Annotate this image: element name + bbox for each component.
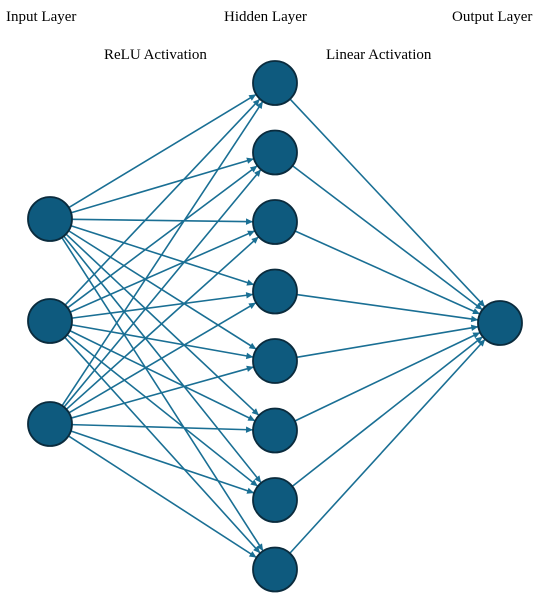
arrowhead-input-1-hidden-1 [248,94,257,101]
arrowhead-hidden-6-output-1 [472,332,481,339]
arrowhead-input-1-hidden-3 [245,218,254,225]
edge-input-1-hidden-1 [68,93,257,209]
relu-activation-label: ReLU Activation [104,47,207,63]
edge-hidden-4-output-1 [296,293,479,321]
edge-input-1-hidden-4 [70,224,255,286]
edge-input-3-hidden-7 [70,430,255,494]
arrowhead-hidden-2-output-1 [474,302,483,310]
hidden-node-6 [252,407,298,454]
edge-hidden-8-output-1 [289,338,486,554]
edge-input-2-hidden-3 [69,230,256,313]
output-node-1 [477,300,523,346]
arrowhead-input-1-hidden-5 [248,342,257,350]
connections [61,93,486,559]
edge-hidden-1-output-1 [289,98,486,308]
edge-input-3-hidden-8 [68,435,257,559]
input-node-3 [27,401,73,447]
edge-input-2-hidden-7 [66,334,259,487]
edge-input-2-hidden-8 [64,336,261,554]
edge-hidden-5-output-1 [296,325,479,359]
arrowhead-hidden-5-output-1 [470,324,479,331]
arrowhead-input-3-hidden-1 [256,101,263,109]
arrowhead-input-3-hidden-4 [248,302,257,309]
edge-hidden-7-output-1 [291,335,484,488]
arrowhead-hidden-3-output-1 [472,308,480,315]
arrowhead-input-2-hidden-3 [247,230,255,237]
edge-input-3-hidden-5 [70,366,255,419]
input-layer-label: Input Layer [6,9,77,25]
hidden-node-5 [252,338,298,384]
arrowhead-input-2-hidden-8 [253,545,261,554]
edge-input-3-hidden-4 [68,301,257,414]
edge-input-3-hidden-2 [63,168,262,408]
nodes [27,60,523,593]
arrowhead-input-3-hidden-8 [248,551,257,558]
arrowhead-input-3-hidden-3 [251,236,259,244]
edge-input-3-hidden-1 [61,100,264,407]
input-node-2 [27,298,73,344]
edge-input-2-hidden-6 [69,329,256,422]
arrowhead-input-1-hidden-6 [251,408,259,416]
arrowhead-input-3-hidden-6 [245,426,254,433]
arrowhead-hidden-4-output-1 [470,315,479,323]
edge-input-1-hidden-5 [68,230,257,350]
edge-input-3-hidden-6 [71,423,254,431]
edge-input-1-hidden-8 [61,237,264,552]
arrowhead-input-2-hidden-5 [245,352,254,360]
hidden-node-8 [252,546,298,593]
arrowhead-input-1-hidden-4 [246,279,255,286]
arrowhead-input-1-hidden-8 [256,543,264,551]
edge-input-2-hidden-2 [67,165,258,309]
arrowhead-input-2-hidden-7 [250,479,258,487]
edge-input-2-hidden-5 [71,324,254,358]
edge-input-1-hidden-3 [71,218,254,223]
edge-input-1-hidden-6 [65,233,260,417]
arrowhead-hidden-1-output-1 [477,299,485,307]
edge-hidden-2-output-1 [292,165,483,311]
edge-input-2-hidden-4 [71,293,254,319]
arrowhead-input-2-hidden-1 [252,98,260,107]
hidden-node-1 [252,60,298,106]
arrowhead-hidden-7-output-1 [475,336,483,344]
arrowhead-input-3-hidden-7 [246,487,255,494]
arrowhead-input-3-hidden-5 [246,365,254,372]
edge-input-1-hidden-2 [70,157,255,214]
arrowhead-input-3-hidden-2 [254,169,261,177]
hidden-node-2 [252,129,298,176]
arrowhead-hidden-8-output-1 [478,339,486,347]
edge-hidden-6-output-1 [294,331,481,422]
arrowhead-input-1-hidden-7 [254,475,262,483]
arrowhead-input-1-hidden-2 [246,157,254,164]
edge-input-3-hidden-3 [65,236,260,410]
output-layer-label: Output Layer [452,9,533,25]
arrowhead-input-2-hidden-6 [247,414,256,421]
edge-input-2-hidden-1 [64,98,261,306]
edge-input-1-hidden-7 [63,235,262,484]
hidden-node-7 [252,477,298,523]
hidden-node-4 [252,268,298,315]
linear-activation-label: Linear Activation [326,47,432,63]
hidden-node-3 [252,199,298,245]
edge-hidden-3-output-1 [294,230,481,315]
hidden-layer-label: Hidden Layer [224,9,307,25]
arrowhead-input-2-hidden-4 [245,292,254,299]
arrowhead-input-2-hidden-2 [249,165,258,173]
input-node-1 [27,196,73,242]
